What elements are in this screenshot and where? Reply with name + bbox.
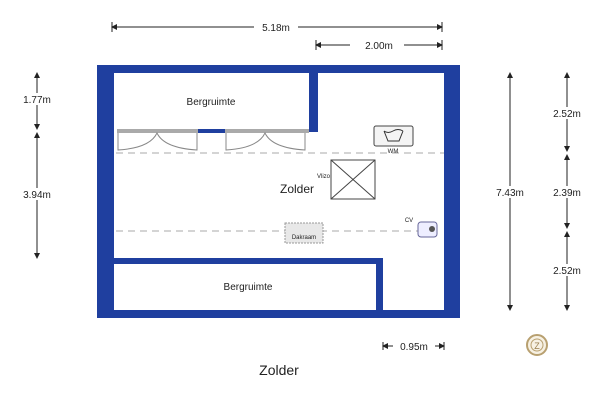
- room-label-main: Zolder: [280, 182, 314, 196]
- washing-machine-icon: WM: [373, 125, 414, 155]
- roof-window-label: Dakraam: [292, 235, 316, 241]
- room-label-storage-top: Bergruimte: [187, 97, 236, 108]
- dimension-label: 7.43m: [496, 188, 524, 199]
- hatch-icon: Vlizo: [317, 159, 376, 200]
- closet-doors: [117, 129, 309, 151]
- room-label-storage-bottom: Bergruimte: [224, 282, 273, 293]
- washing-machine-label: WM: [388, 149, 399, 155]
- dimension-label: 0.95m: [400, 342, 428, 353]
- floor-title: Zolder: [259, 362, 299, 378]
- roof-window-icon: Dakraam: [284, 222, 324, 244]
- boiler-icon: CV: [405, 218, 438, 238]
- hatch-label: Vlizo: [317, 174, 331, 180]
- dimension-label: 3.94m: [23, 190, 51, 201]
- dimension-label: 2.39m: [553, 188, 581, 199]
- svg-text:Z: Z: [534, 341, 540, 351]
- dimension-top-right-width: 2.00m: [315, 38, 443, 52]
- dimension-right: 2.52m 2.39m 2.52m: [546, 72, 588, 311]
- boiler-label: CV: [405, 218, 413, 224]
- dimension-bottom-gap: 0.95m: [382, 340, 445, 353]
- dimension-total-depth: 7.43m: [490, 72, 532, 311]
- logo-seal: Z: [526, 334, 548, 356]
- dimension-left: 1.77m 3.94m: [16, 72, 58, 259]
- dimension-label: 5.18m: [262, 23, 290, 34]
- dimension-label: 2.52m: [553, 266, 581, 277]
- dimension-label: 1.77m: [23, 95, 51, 106]
- dimension-total-width: 5.18m: [111, 20, 443, 34]
- dimension-label: 2.52m: [553, 109, 581, 120]
- dimension-label: 2.00m: [365, 41, 393, 52]
- walls: [97, 65, 460, 318]
